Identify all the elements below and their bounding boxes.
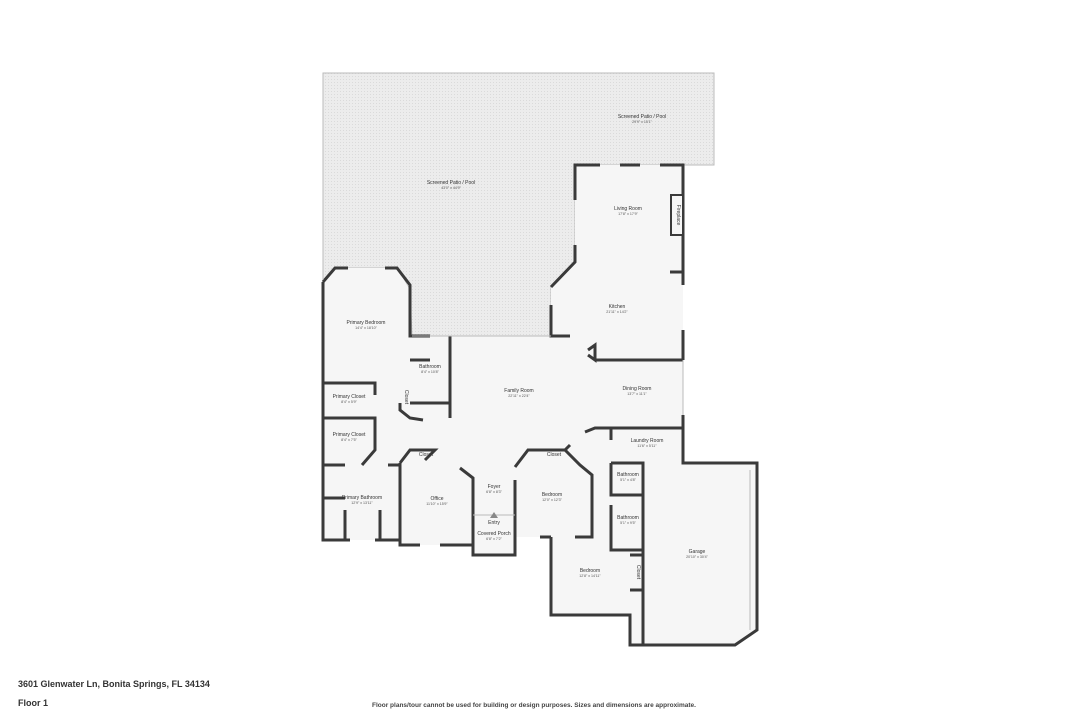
room-name: Screened Patio / Pool bbox=[618, 114, 666, 120]
room-name: Bedroom bbox=[580, 568, 600, 574]
room-dimensions: 21'11" x 14'2" bbox=[606, 310, 628, 314]
room-name: Primary Closet bbox=[333, 432, 366, 438]
openings bbox=[322, 72, 751, 630]
room-name: Laundry Room bbox=[631, 438, 664, 444]
room-dimensions: 17'8" x 17'9" bbox=[618, 212, 638, 216]
small-label: Closet bbox=[403, 390, 409, 405]
fireplace bbox=[670, 194, 684, 236]
small-label: Closet bbox=[419, 452, 434, 458]
small-label: Closet bbox=[635, 565, 641, 580]
room-name: Living Room bbox=[614, 206, 642, 212]
room-dimensions: 11'6" x 5'11" bbox=[637, 444, 657, 448]
room-name: Kitchen bbox=[609, 304, 626, 310]
small-label: Entry bbox=[488, 520, 500, 526]
room-name: Primary Bedroom bbox=[347, 320, 386, 326]
entry-arrow-icon bbox=[490, 512, 498, 518]
room-dimensions: 6'8" x 7'2" bbox=[486, 537, 502, 541]
small-label: Closet bbox=[547, 452, 562, 458]
room-name: Office bbox=[431, 496, 444, 502]
room-dimensions: 5'1" x 4'8" bbox=[620, 478, 636, 482]
room-dimensions: 5'1" x 9'5" bbox=[620, 521, 636, 525]
disclaimer: Floor plans/tour cannot be used for buil… bbox=[372, 702, 696, 709]
interior-area bbox=[323, 165, 757, 645]
room-dimensions: 20'10" x 30'4" bbox=[686, 555, 708, 559]
room-dimensions: 22'11" x 22'4" bbox=[508, 394, 530, 398]
room-dimensions: 29'9" x 15'1" bbox=[632, 120, 652, 124]
room-name: Bathroom bbox=[617, 472, 639, 478]
room-name: Dining Room bbox=[623, 386, 652, 392]
room-name: Bathroom bbox=[419, 364, 441, 370]
floor-label: Floor 1 bbox=[18, 698, 49, 708]
room-dimensions: 12'0" x 12'3" bbox=[542, 498, 562, 502]
room-dimensions: 8'4" x 10'8" bbox=[421, 370, 439, 374]
room-dimensions: 14'4" x 18'10" bbox=[355, 326, 377, 330]
room-name: Covered Porch bbox=[477, 531, 511, 537]
room-dimensions: 8'4" x 5'9" bbox=[341, 400, 357, 404]
room-dimensions: 6'8" x 8'3" bbox=[486, 490, 502, 494]
room-name: Family Room bbox=[504, 388, 533, 394]
room-dimensions: 43'0" x 44'9" bbox=[441, 186, 461, 190]
room-dimensions: 13'7" x 11'1" bbox=[627, 392, 647, 396]
room-dimensions: 12'9" x 13'11" bbox=[351, 501, 373, 505]
room-dimensions: 11'10" x 15'9" bbox=[426, 502, 448, 506]
room-name: Bedroom bbox=[542, 492, 562, 498]
property-address: 3601 Glenwater Ln, Bonita Springs, FL 34… bbox=[18, 679, 210, 689]
small-label: Fireplace bbox=[675, 205, 681, 226]
room-dimensions: 8'4" x 7'5" bbox=[341, 438, 357, 442]
room-dimensions: 12'8" x 14'11" bbox=[579, 574, 601, 578]
walls bbox=[321, 163, 759, 647]
room-name: Bathroom bbox=[617, 515, 639, 521]
room-name: Garage bbox=[689, 549, 706, 555]
room-name: Foyer bbox=[488, 484, 501, 490]
room-name: Primary Bathroom bbox=[342, 495, 382, 501]
room-name: Primary Closet bbox=[333, 394, 366, 400]
room-name: Screened Patio / Pool bbox=[427, 180, 475, 186]
